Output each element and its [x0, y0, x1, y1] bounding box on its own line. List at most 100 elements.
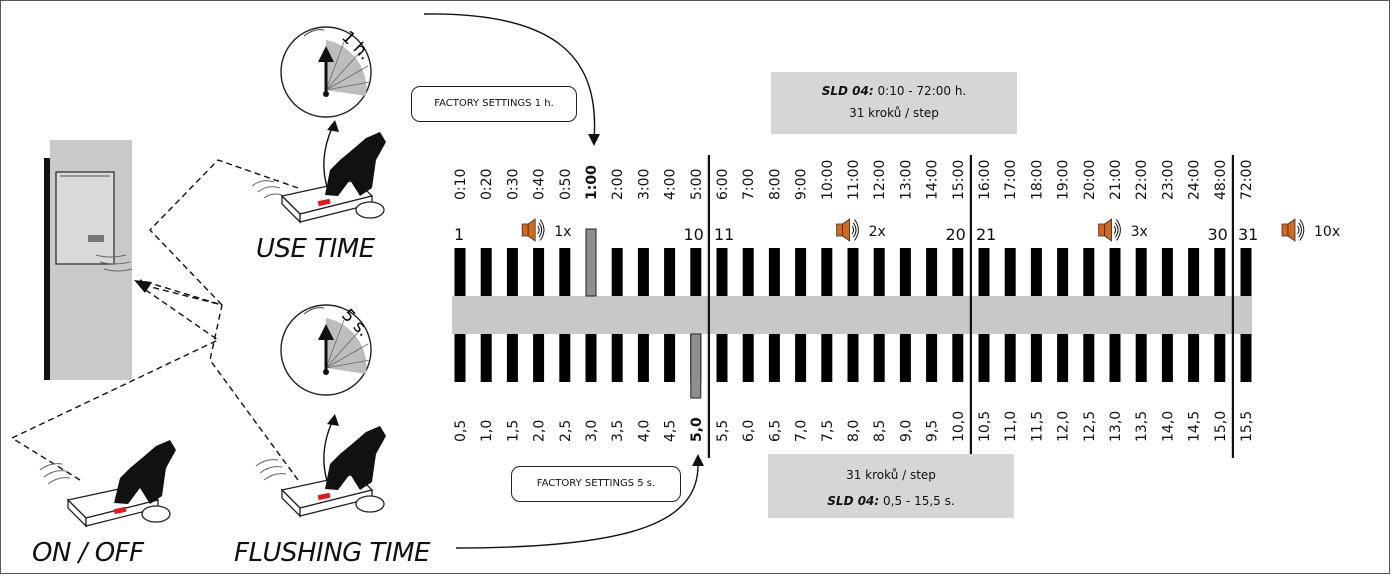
step-bar-top	[637, 248, 649, 296]
flush-label: 4,5	[663, 420, 679, 442]
step-bar-bottom	[926, 334, 938, 382]
time-range-line: SLD 04: 0:10 - 72:00 h.	[771, 80, 1017, 102]
link-arrowhead	[134, 280, 152, 293]
speaker-icon-cone	[1104, 218, 1112, 242]
step-bar-bottom	[1004, 334, 1016, 382]
sound-wave	[1116, 219, 1121, 241]
time-label: 10:00	[820, 160, 836, 200]
time-label: 0:40	[532, 169, 548, 200]
time-label: 4:00	[663, 169, 679, 200]
time-label: 14:00	[925, 160, 941, 200]
step-bar-top	[768, 248, 780, 296]
speaker-icon-cone	[527, 218, 536, 242]
step-bar-top	[873, 248, 885, 296]
flush-label: 10,0	[951, 411, 967, 442]
step-bar-top	[795, 248, 807, 296]
step-bar-top	[664, 248, 676, 296]
step-bar-bottom	[716, 334, 728, 382]
step-bar-top	[926, 248, 938, 296]
model-label: SLD 04:	[827, 494, 880, 508]
beep-count-label: 10x	[1314, 224, 1340, 240]
flush-label: 14,0	[1160, 411, 1176, 442]
flush-label: 6,5	[767, 420, 783, 442]
hand-icon	[114, 440, 176, 504]
wall-unit	[44, 140, 132, 380]
signal-marks	[39, 180, 287, 485]
step-bar-top	[1083, 248, 1095, 296]
step-bar-top	[690, 248, 702, 296]
time-label: 16:00	[977, 160, 993, 200]
time-label: 17:00	[1003, 160, 1019, 200]
step-bar-bottom	[821, 334, 833, 382]
step-bar-top	[978, 248, 990, 296]
step-bar-top	[847, 248, 859, 296]
arrowhead	[588, 134, 600, 146]
step-bar-bottom	[873, 334, 885, 382]
arrowhead	[327, 414, 339, 426]
flush-label: 14,5	[1187, 411, 1203, 442]
step-bar-bottom	[1083, 334, 1095, 382]
time-label: 7:00	[741, 169, 757, 200]
wall-edge	[44, 158, 50, 380]
step-bar-bottom	[454, 334, 466, 382]
flush-label: 12,5	[1082, 411, 1098, 442]
step-bar-bottom	[742, 334, 754, 382]
flush-label: 7,5	[820, 420, 836, 442]
use-time-dial	[280, 26, 372, 118]
time-range-box: SLD 04: 0:10 - 72:00 h. 31 kroků / step	[771, 72, 1017, 134]
control-box	[55, 171, 115, 265]
step-bar-top	[506, 248, 518, 296]
onoff-caption: ON / OFF	[32, 538, 144, 568]
flush-label: 8,5	[872, 420, 888, 442]
step-number: 21	[976, 225, 996, 244]
step-bar-bottom	[1109, 334, 1121, 382]
speaker-icon-cone	[842, 218, 850, 242]
time-label: 9:00	[794, 169, 810, 200]
time-range-value: 0:10 - 72:00 h.	[877, 84, 967, 98]
step-bar-bottom	[978, 334, 990, 382]
step-bar-top	[1214, 248, 1226, 296]
flush-label: 9,0	[898, 420, 914, 442]
flush-label: 3,5	[610, 420, 626, 442]
use-time-button-red	[317, 198, 331, 207]
time-label: 18:00	[1029, 160, 1045, 200]
factory-settings-flush-label: FACTORY SETTINGS 5 s.	[511, 466, 681, 502]
flush-time-factory-arrow	[455, 461, 699, 549]
flush-time-link	[142, 284, 299, 481]
use-time-link	[139, 159, 299, 307]
hand-icon	[325, 426, 386, 490]
time-label: 5:00	[689, 169, 705, 200]
sound-wave	[854, 219, 859, 241]
sound-wave	[852, 222, 857, 238]
step-number: 31	[1238, 225, 1258, 244]
model-label: SLD 04:	[821, 84, 874, 98]
step-bar-bottom	[795, 334, 807, 382]
time-label: 8:00	[767, 169, 783, 200]
step-bar-bottom	[1240, 334, 1252, 382]
flush-label: 5,0	[689, 417, 705, 442]
step-bar-bottom	[506, 334, 518, 382]
flushing-time-caption: FLUSHING TIME	[234, 538, 430, 568]
step-bar-bottom	[1057, 334, 1069, 382]
step-bar-top	[1240, 248, 1252, 296]
use-time-button-strip	[280, 132, 386, 224]
time-label: 24:00	[1187, 160, 1203, 200]
step-bar-bottom	[559, 334, 571, 382]
step-bar-top	[1161, 248, 1173, 296]
step-bar-bottom	[847, 334, 859, 382]
step-bar-bottom	[533, 334, 545, 382]
hand-icon	[325, 132, 386, 196]
flush-label: 2,5	[558, 420, 574, 442]
time-steps-line: 31 kroků / step	[849, 106, 939, 120]
step-bar-top	[899, 248, 911, 296]
step-number: 30	[1207, 225, 1227, 244]
step-number: 11	[714, 225, 734, 244]
factory-settings-time-label: FACTORY SETTINGS 1 h.	[411, 86, 577, 122]
flush-label: 15,0	[1213, 411, 1229, 442]
flush-time-button-red	[317, 492, 331, 501]
step-bar-top	[742, 248, 754, 296]
flush-label: 1,5	[505, 420, 521, 442]
flush-label: 8,0	[846, 420, 862, 442]
